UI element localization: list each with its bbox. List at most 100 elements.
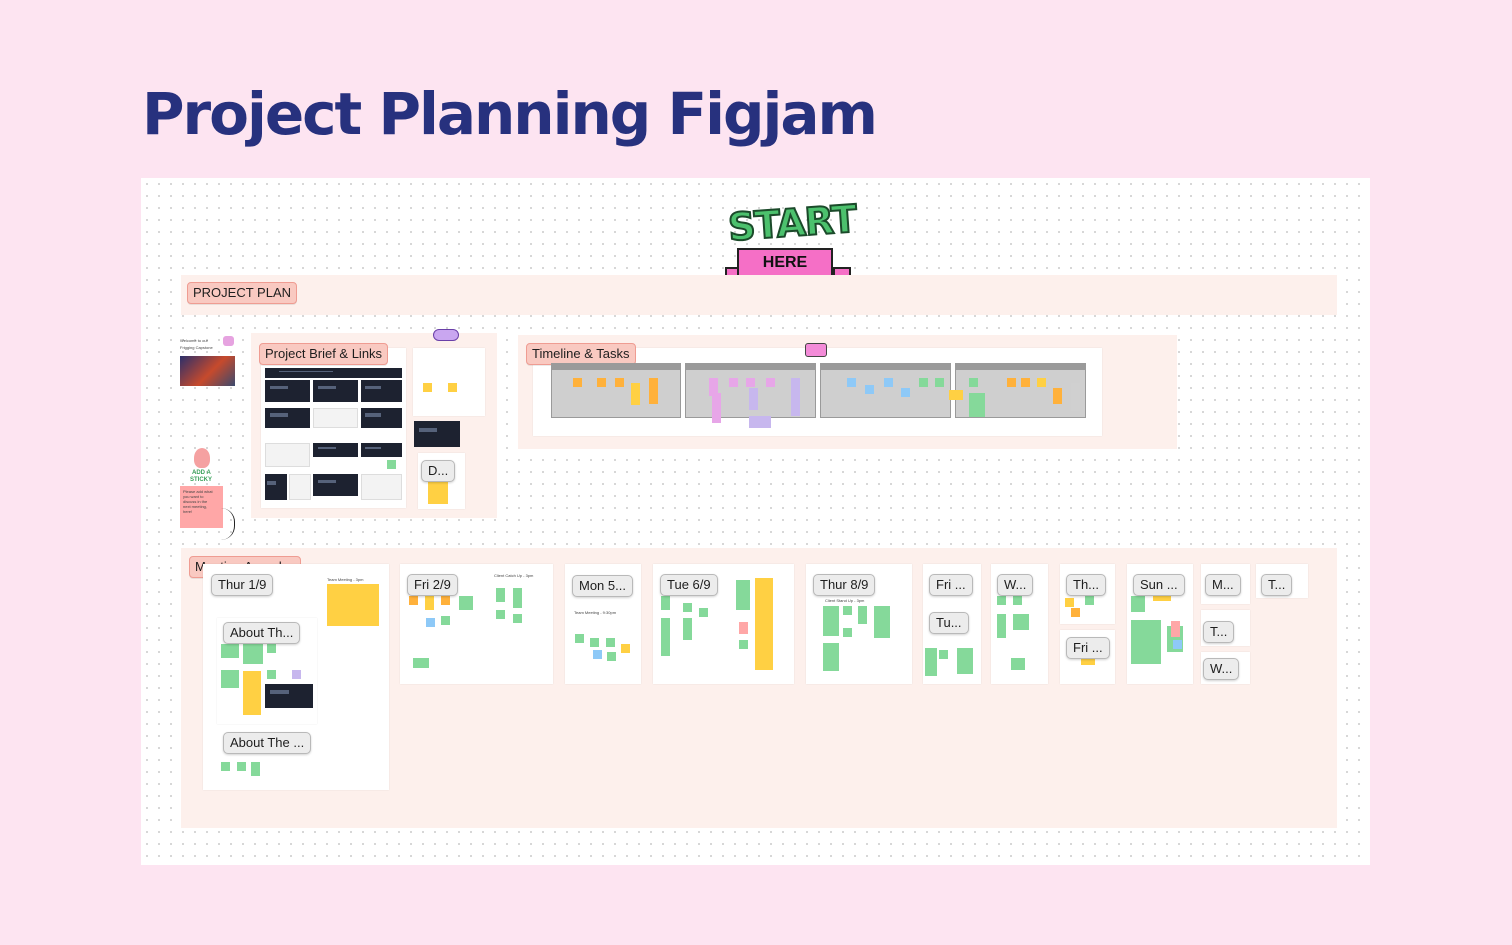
agenda-chip-thur-8-9[interactable]: Thur 8/9 [813,574,876,596]
brief-slide[interactable] [313,443,358,457]
sticky-note[interactable] [1085,596,1094,605]
sticky-note[interactable] [237,762,246,771]
brief-slide[interactable] [361,474,402,500]
sticky-note[interactable] [573,378,582,387]
brief-slide[interactable] [313,380,358,402]
sticky-note[interactable] [606,638,615,647]
sticky-note[interactable] [1013,596,1022,605]
sticky-note[interactable] [884,378,893,387]
sticky-note[interactable] [749,388,758,410]
sticky-note[interactable] [327,584,379,626]
sticky-note[interactable] [575,634,584,643]
sticky-note[interactable] [823,643,839,671]
sticky-note[interactable] [1153,592,1171,601]
sticky-note[interactable] [631,383,640,405]
sticky-note[interactable] [496,588,505,602]
sticky-note[interactable] [957,648,973,674]
sticky-note[interactable] [843,606,852,615]
sticky-note[interactable] [267,644,276,653]
brief-slide[interactable] [265,443,310,467]
about-slide[interactable] [265,684,313,708]
sticky-note[interactable] [749,416,771,428]
sticky-note[interactable] [949,390,963,400]
agenda-chip-fri-2[interactable]: Fri ... [929,574,973,596]
sticky-note[interactable] [1021,378,1030,387]
sticky-note[interactable] [267,670,276,679]
sticky-note[interactable] [387,460,396,469]
agenda-chip-tu[interactable]: Tu... [929,612,969,634]
sticky-note[interactable] [997,614,1006,638]
sticky-note[interactable] [221,670,239,688]
brief-doc-chip[interactable]: D... [421,460,456,482]
sticky-note[interactable] [935,378,944,387]
brief-slide[interactable] [265,368,402,378]
agenda-chip-sun[interactable]: Sun ... [1133,574,1185,596]
sticky-note[interactable] [1013,614,1029,630]
sticky-note[interactable] [699,608,708,617]
sticky-note[interactable] [843,628,852,637]
sticky-note[interactable] [1007,378,1016,387]
sticky-note[interactable] [1171,621,1180,637]
welcome-image[interactable] [180,356,235,386]
brief-slide[interactable] [361,380,402,402]
sticky-note[interactable] [901,388,910,397]
sticky-note[interactable] [441,616,450,625]
sticky-note[interactable] [683,603,692,612]
sticky-note[interactable] [1011,658,1025,670]
sticky-note[interactable] [919,378,928,387]
sticky-note[interactable] [865,385,874,394]
sticky-note[interactable] [712,393,721,423]
agenda-chip-about-1[interactable]: About Th... [223,622,301,644]
sticky-note[interactable] [1131,596,1145,612]
sticky-note[interactable] [221,644,239,658]
sticky-note[interactable] [683,618,692,640]
agenda-chip-th[interactable]: Th... [1066,574,1107,596]
agenda-chip-about-2[interactable]: About The ... [223,732,312,754]
sticky-note[interactable] [1065,598,1074,607]
agenda-chip-w[interactable]: W... [997,574,1034,596]
sticky-note[interactable] [593,650,602,659]
brief-slide[interactable] [313,474,358,496]
sticky-note[interactable] [1173,640,1182,649]
agenda-chip-w2[interactable]: W... [1203,658,1240,680]
sticky-note[interactable] [221,762,230,771]
brief-slide[interactable] [265,474,287,500]
sticky-note[interactable] [1081,656,1095,665]
sticky-note[interactable] [459,596,473,610]
sticky-note[interactable] [969,393,985,417]
sticky-note[interactable] [607,652,616,661]
brief-slide[interactable] [289,474,311,500]
sticky-note[interactable] [755,578,773,670]
project-plan-section[interactable] [181,275,1337,315]
sticky-note[interactable] [1071,383,1080,411]
sticky-note[interactable] [621,644,630,653]
sticky-note[interactable] [243,644,263,664]
sticky-note[interactable] [597,378,606,387]
agenda-chip-mon[interactable]: Mon 5... [572,575,633,597]
sticky-note[interactable] [729,378,738,387]
sticky-note[interactable] [448,383,457,392]
sticky-note[interactable] [847,378,856,387]
sticky-note[interactable] [661,618,670,656]
sticky-note[interactable] [736,580,750,610]
sticky-note[interactable] [823,606,839,636]
sticky-note[interactable] [292,670,301,679]
sticky-note[interactable] [409,596,418,605]
sticky-note[interactable] [425,596,434,610]
project-brief-label[interactable]: Project Brief & Links [259,343,389,365]
agenda-chip-fri-2-9[interactable]: Fri 2/9 [407,574,458,596]
sticky-note[interactable] [858,606,867,624]
timeline-label[interactable]: Timeline & Tasks [526,343,636,365]
sticky-note[interactable] [251,762,260,776]
sticky-note[interactable] [513,588,522,608]
sticky-note[interactable] [874,606,890,626]
sticky-note[interactable] [1131,620,1161,664]
gantt-chart-august[interactable] [551,363,681,418]
sticky-note[interactable] [615,378,624,387]
sticky-note[interactable] [791,378,800,416]
brief-slide[interactable] [265,408,310,428]
figjam-board[interactable]: START HERE PROJECT PLAN Welcome to our F… [141,178,1370,865]
sticky-note[interactable] [428,478,448,504]
gantt-chart-september-2[interactable] [820,363,951,418]
brief-slide[interactable] [361,443,402,457]
